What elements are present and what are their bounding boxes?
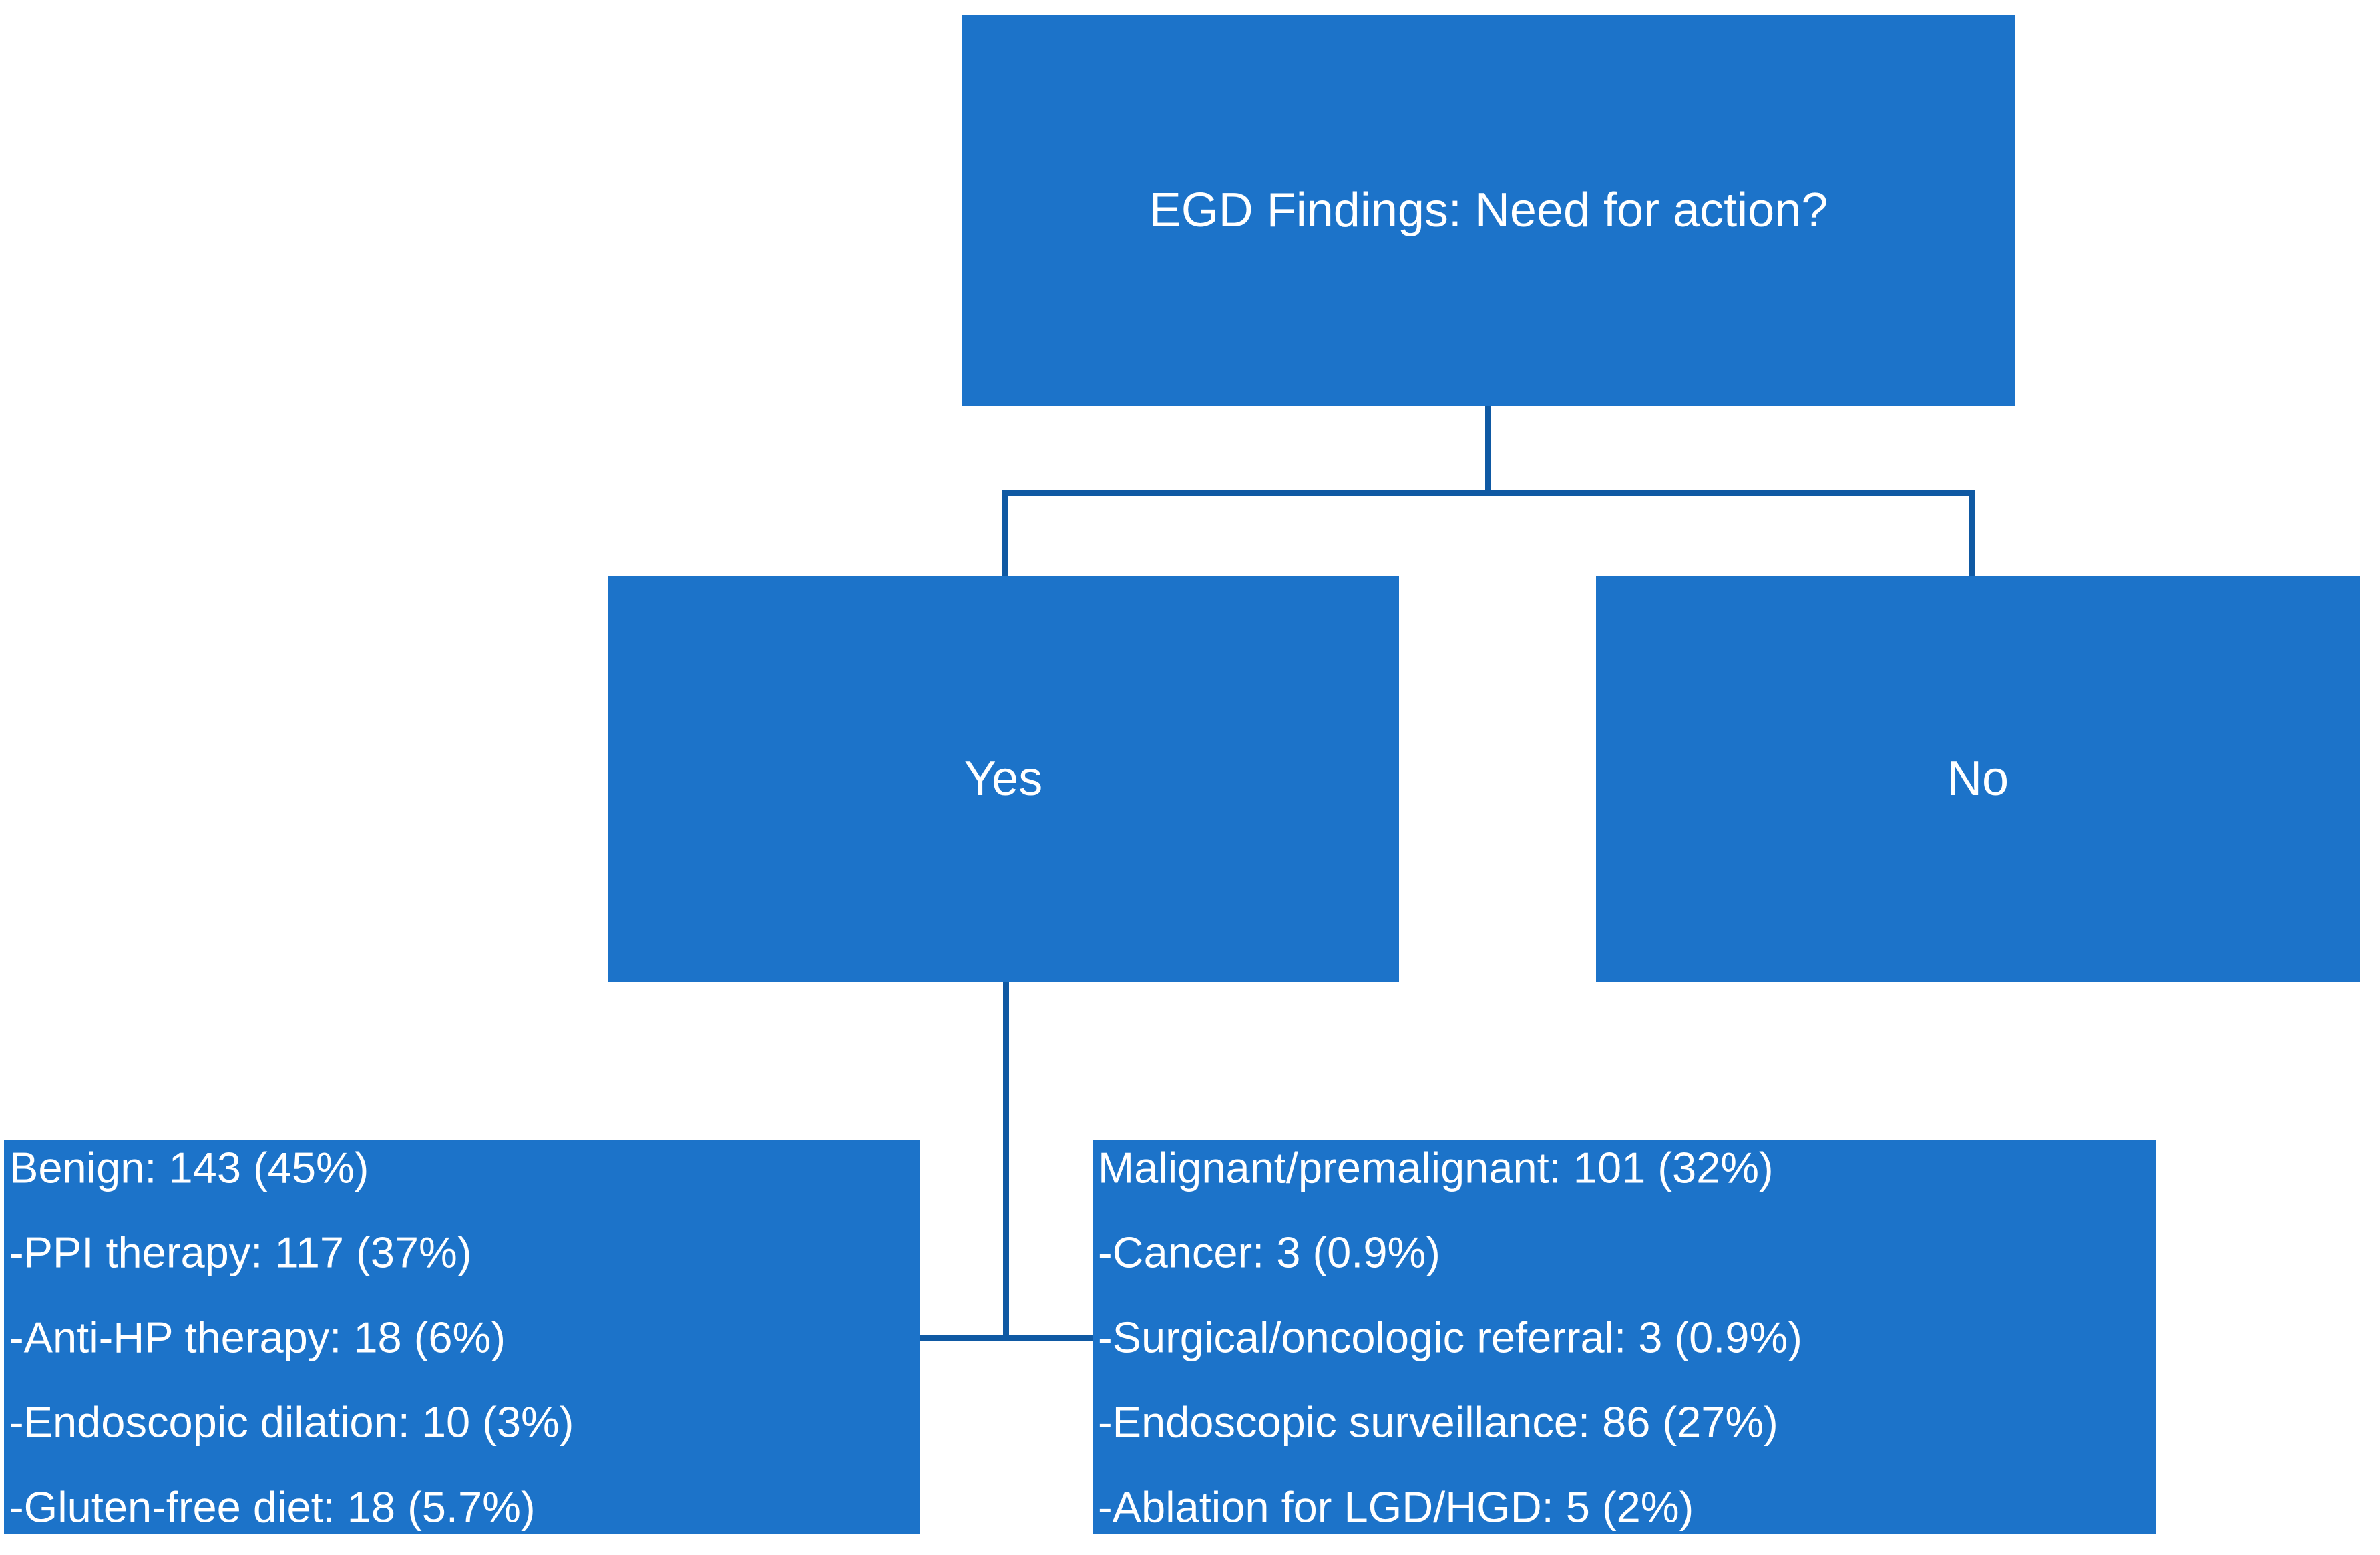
benign-line-gluten: -Gluten-free diet: 18 (5.7%) [9, 1482, 536, 1531]
malignant-line-surveillance: -Endoscopic surveillance: 86 (27%) [1098, 1397, 1778, 1446]
benign-line-anti-hp: -Anti-HP therapy: 18 (6%) [9, 1313, 506, 1361]
connector-drop-to-yes [1002, 490, 1008, 576]
malignant-lines: Malignant/premalignant: 101 (32%) -Cance… [1098, 1125, 2153, 1549]
node-benign-outcomes: Benign: 143 (45%) -PPI therapy: 117 (37%… [4, 1140, 920, 1534]
benign-line-dilation: -Endoscopic dilation: 10 (3%) [9, 1397, 574, 1446]
node-malignant-outcomes: Malignant/premalignant: 101 (32%) -Cance… [1093, 1140, 2156, 1534]
malignant-line-referral: -Surgical/oncologic referral: 3 (0.9%) [1098, 1313, 1802, 1361]
benign-line-header: Benign: 143 (45%) [9, 1143, 369, 1192]
connector-branch-horizontal [1002, 490, 1975, 496]
connector-drop-to-no [1969, 490, 1975, 576]
node-egd-findings-label: EGD Findings: Need for action? [1149, 183, 1828, 237]
node-yes: Yes [608, 576, 1399, 982]
node-egd-findings: EGD Findings: Need for action? [962, 15, 2015, 406]
node-no: No [1596, 576, 2360, 982]
malignant-line-ablation: -Ablation for LGD/HGD: 5 (2%) [1098, 1482, 1694, 1531]
malignant-line-cancer: -Cancer: 3 (0.9%) [1098, 1228, 1440, 1276]
connector-root-stem [1485, 406, 1491, 495]
connector-yes-stem [1003, 982, 1009, 1339]
benign-line-ppi: -PPI therapy: 117 (37%) [9, 1228, 472, 1276]
benign-lines: Benign: 143 (45%) -PPI therapy: 117 (37%… [9, 1125, 917, 1549]
connector-bottom-horizontal [920, 1335, 1096, 1341]
node-no-label: No [1947, 752, 2009, 806]
malignant-line-header: Malignant/premalignant: 101 (32%) [1098, 1143, 1774, 1192]
node-yes-label: Yes [964, 752, 1043, 806]
